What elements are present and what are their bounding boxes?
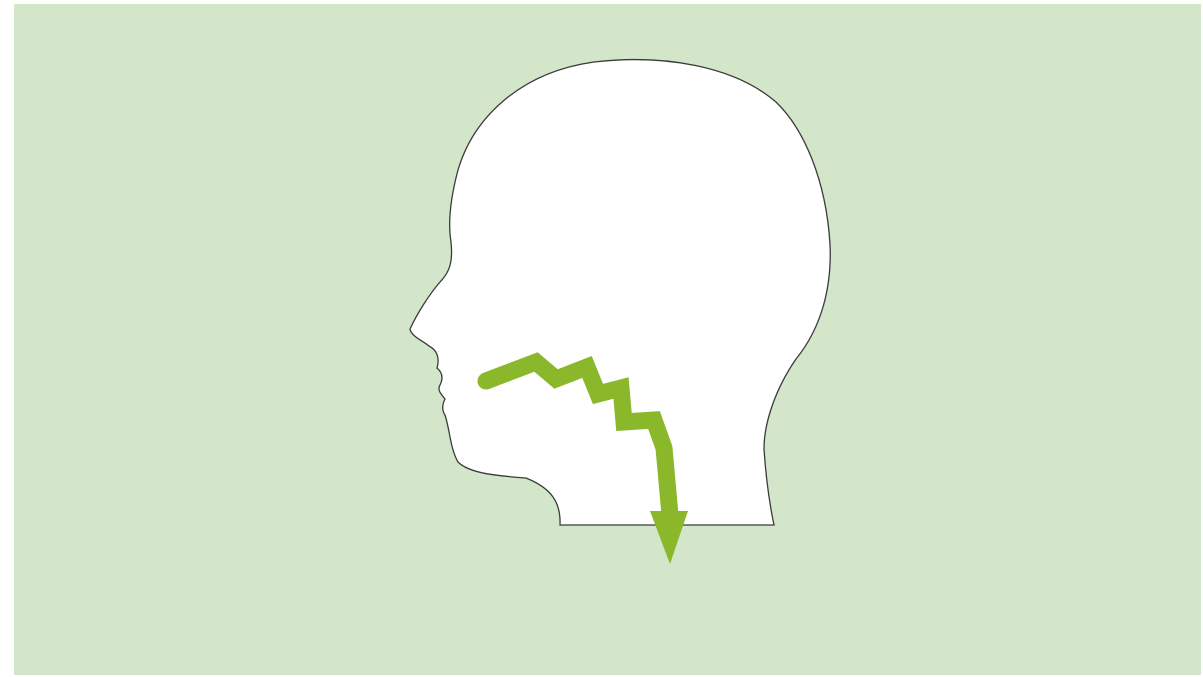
swallowing-diagram [14,4,1201,675]
diagram-panel [14,4,1201,675]
